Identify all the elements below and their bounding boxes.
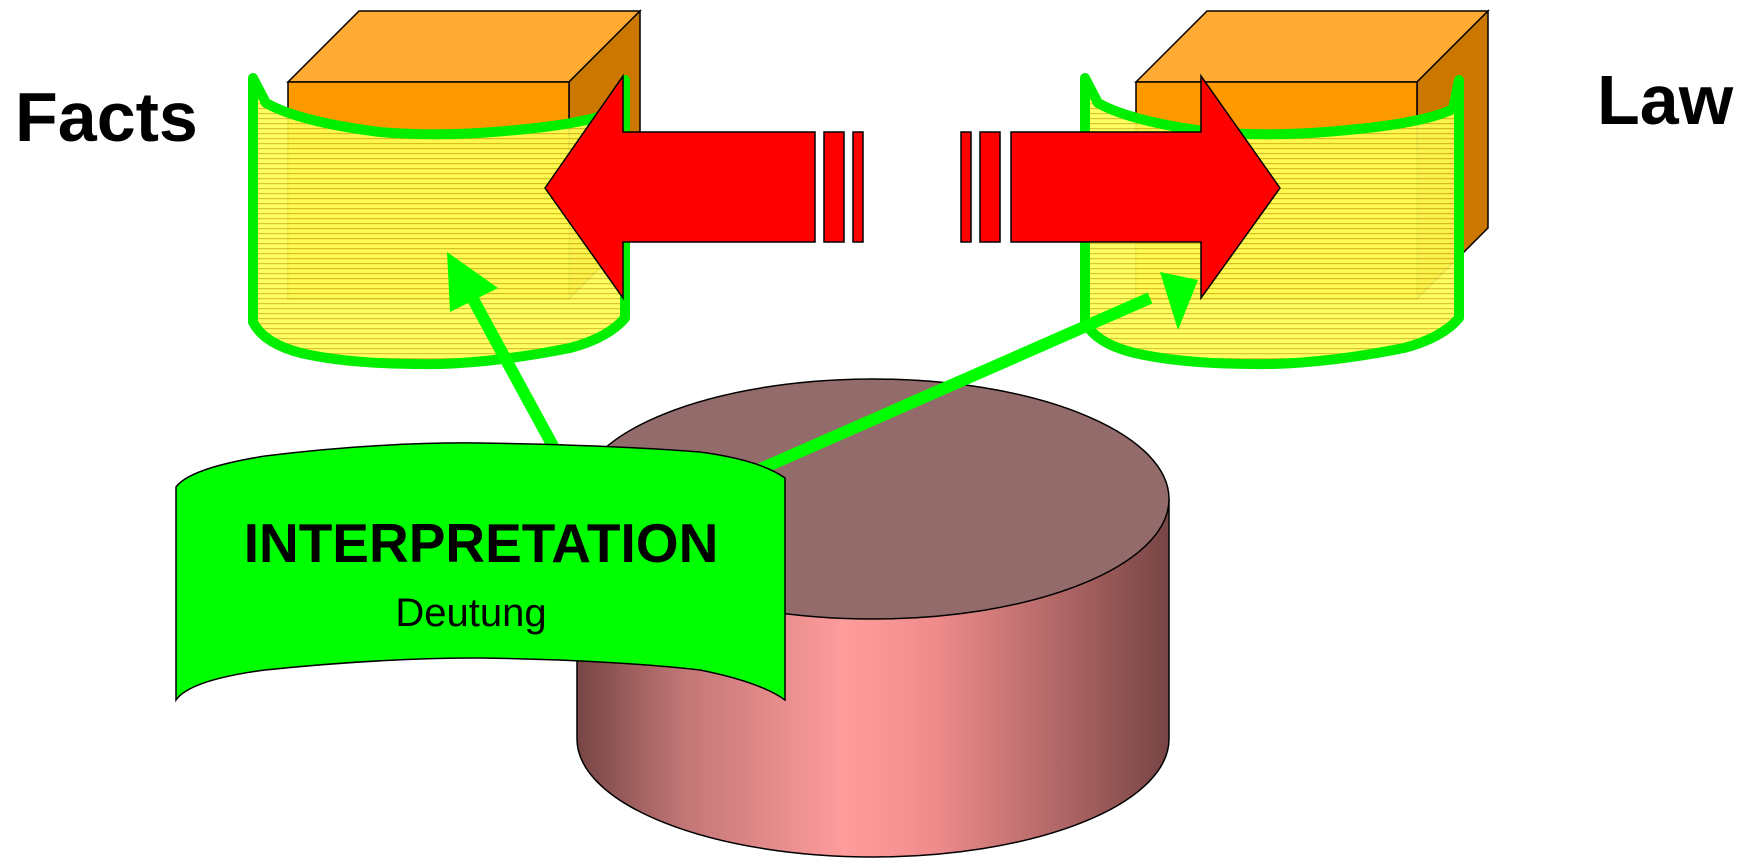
banner-title: INTERPRETATION xyxy=(244,512,719,574)
left-red-arrow xyxy=(544,73,864,301)
facts-label: Facts xyxy=(15,78,198,156)
law-label: Law xyxy=(1597,61,1734,139)
facts-container xyxy=(248,73,630,370)
right-red-arrow xyxy=(960,73,1281,301)
interpretation-banner: INTERPRETATION Deutung xyxy=(175,442,786,703)
connector-to-law xyxy=(737,272,1198,484)
connector-to-facts xyxy=(447,252,572,473)
banner-subtitle: Deutung xyxy=(395,591,546,635)
